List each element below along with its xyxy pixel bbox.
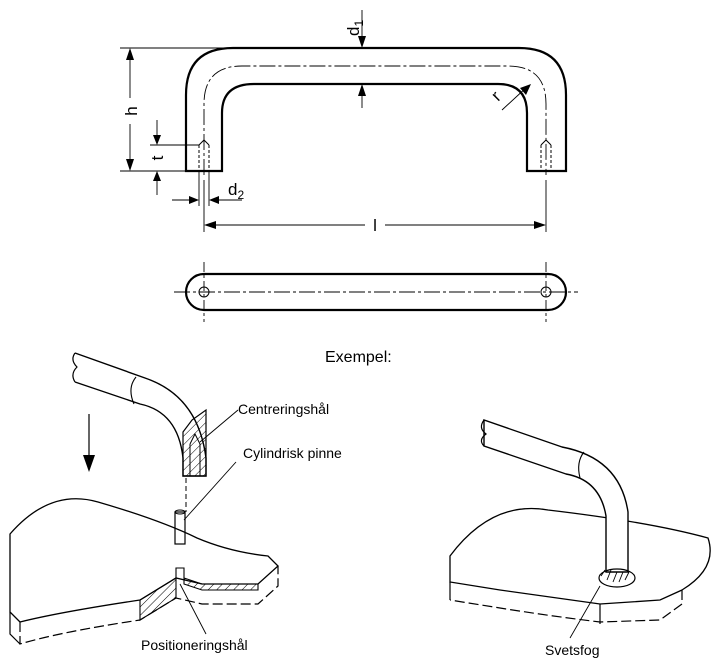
- base-plate-right: [449, 507, 711, 605]
- dim-label-l: l: [373, 216, 377, 235]
- top-view-hole-left: [198, 286, 210, 298]
- dim-label-d1: d1: [344, 20, 366, 36]
- top-view-hole-right: [540, 286, 552, 298]
- label-positioning-hole: Positioneringshål: [141, 637, 248, 653]
- weld-leader: [569, 585, 601, 639]
- example-pin-assembly: [9, 352, 279, 645]
- label-centering-hole: Centreringshål: [238, 401, 329, 417]
- cylindrical-pin: [174, 511, 186, 545]
- handle-front-view: [184, 46, 568, 175]
- example-tube-right: [483, 419, 629, 573]
- dimension-arrowheads: [126, 36, 546, 229]
- left-end-hole: [198, 139, 210, 171]
- right-end-hole: [540, 139, 552, 171]
- label-weld-seam: Svetsfog: [545, 642, 599, 658]
- example-welded-assembly: [449, 419, 711, 624]
- base-plate-left: [9, 498, 279, 623]
- callout-leaders-left: [179, 409, 239, 635]
- dim-label-d2: d2: [228, 180, 244, 202]
- dim-label-r: r: [487, 87, 505, 105]
- positioning-hole-section: [139, 577, 177, 621]
- weld-seam: [598, 568, 636, 588]
- handle-outer-contour: [184, 46, 568, 173]
- dim-label-h: h: [122, 106, 141, 115]
- handle-centerline: [203, 65, 547, 175]
- label-cylindrical-pin: Cylindrisk pinne: [243, 445, 342, 461]
- dimension-lines: [120, 10, 547, 232]
- example-heading: Exempel:: [325, 349, 392, 366]
- handle-top-view: [174, 262, 578, 322]
- dim-label-t: t: [148, 155, 167, 160]
